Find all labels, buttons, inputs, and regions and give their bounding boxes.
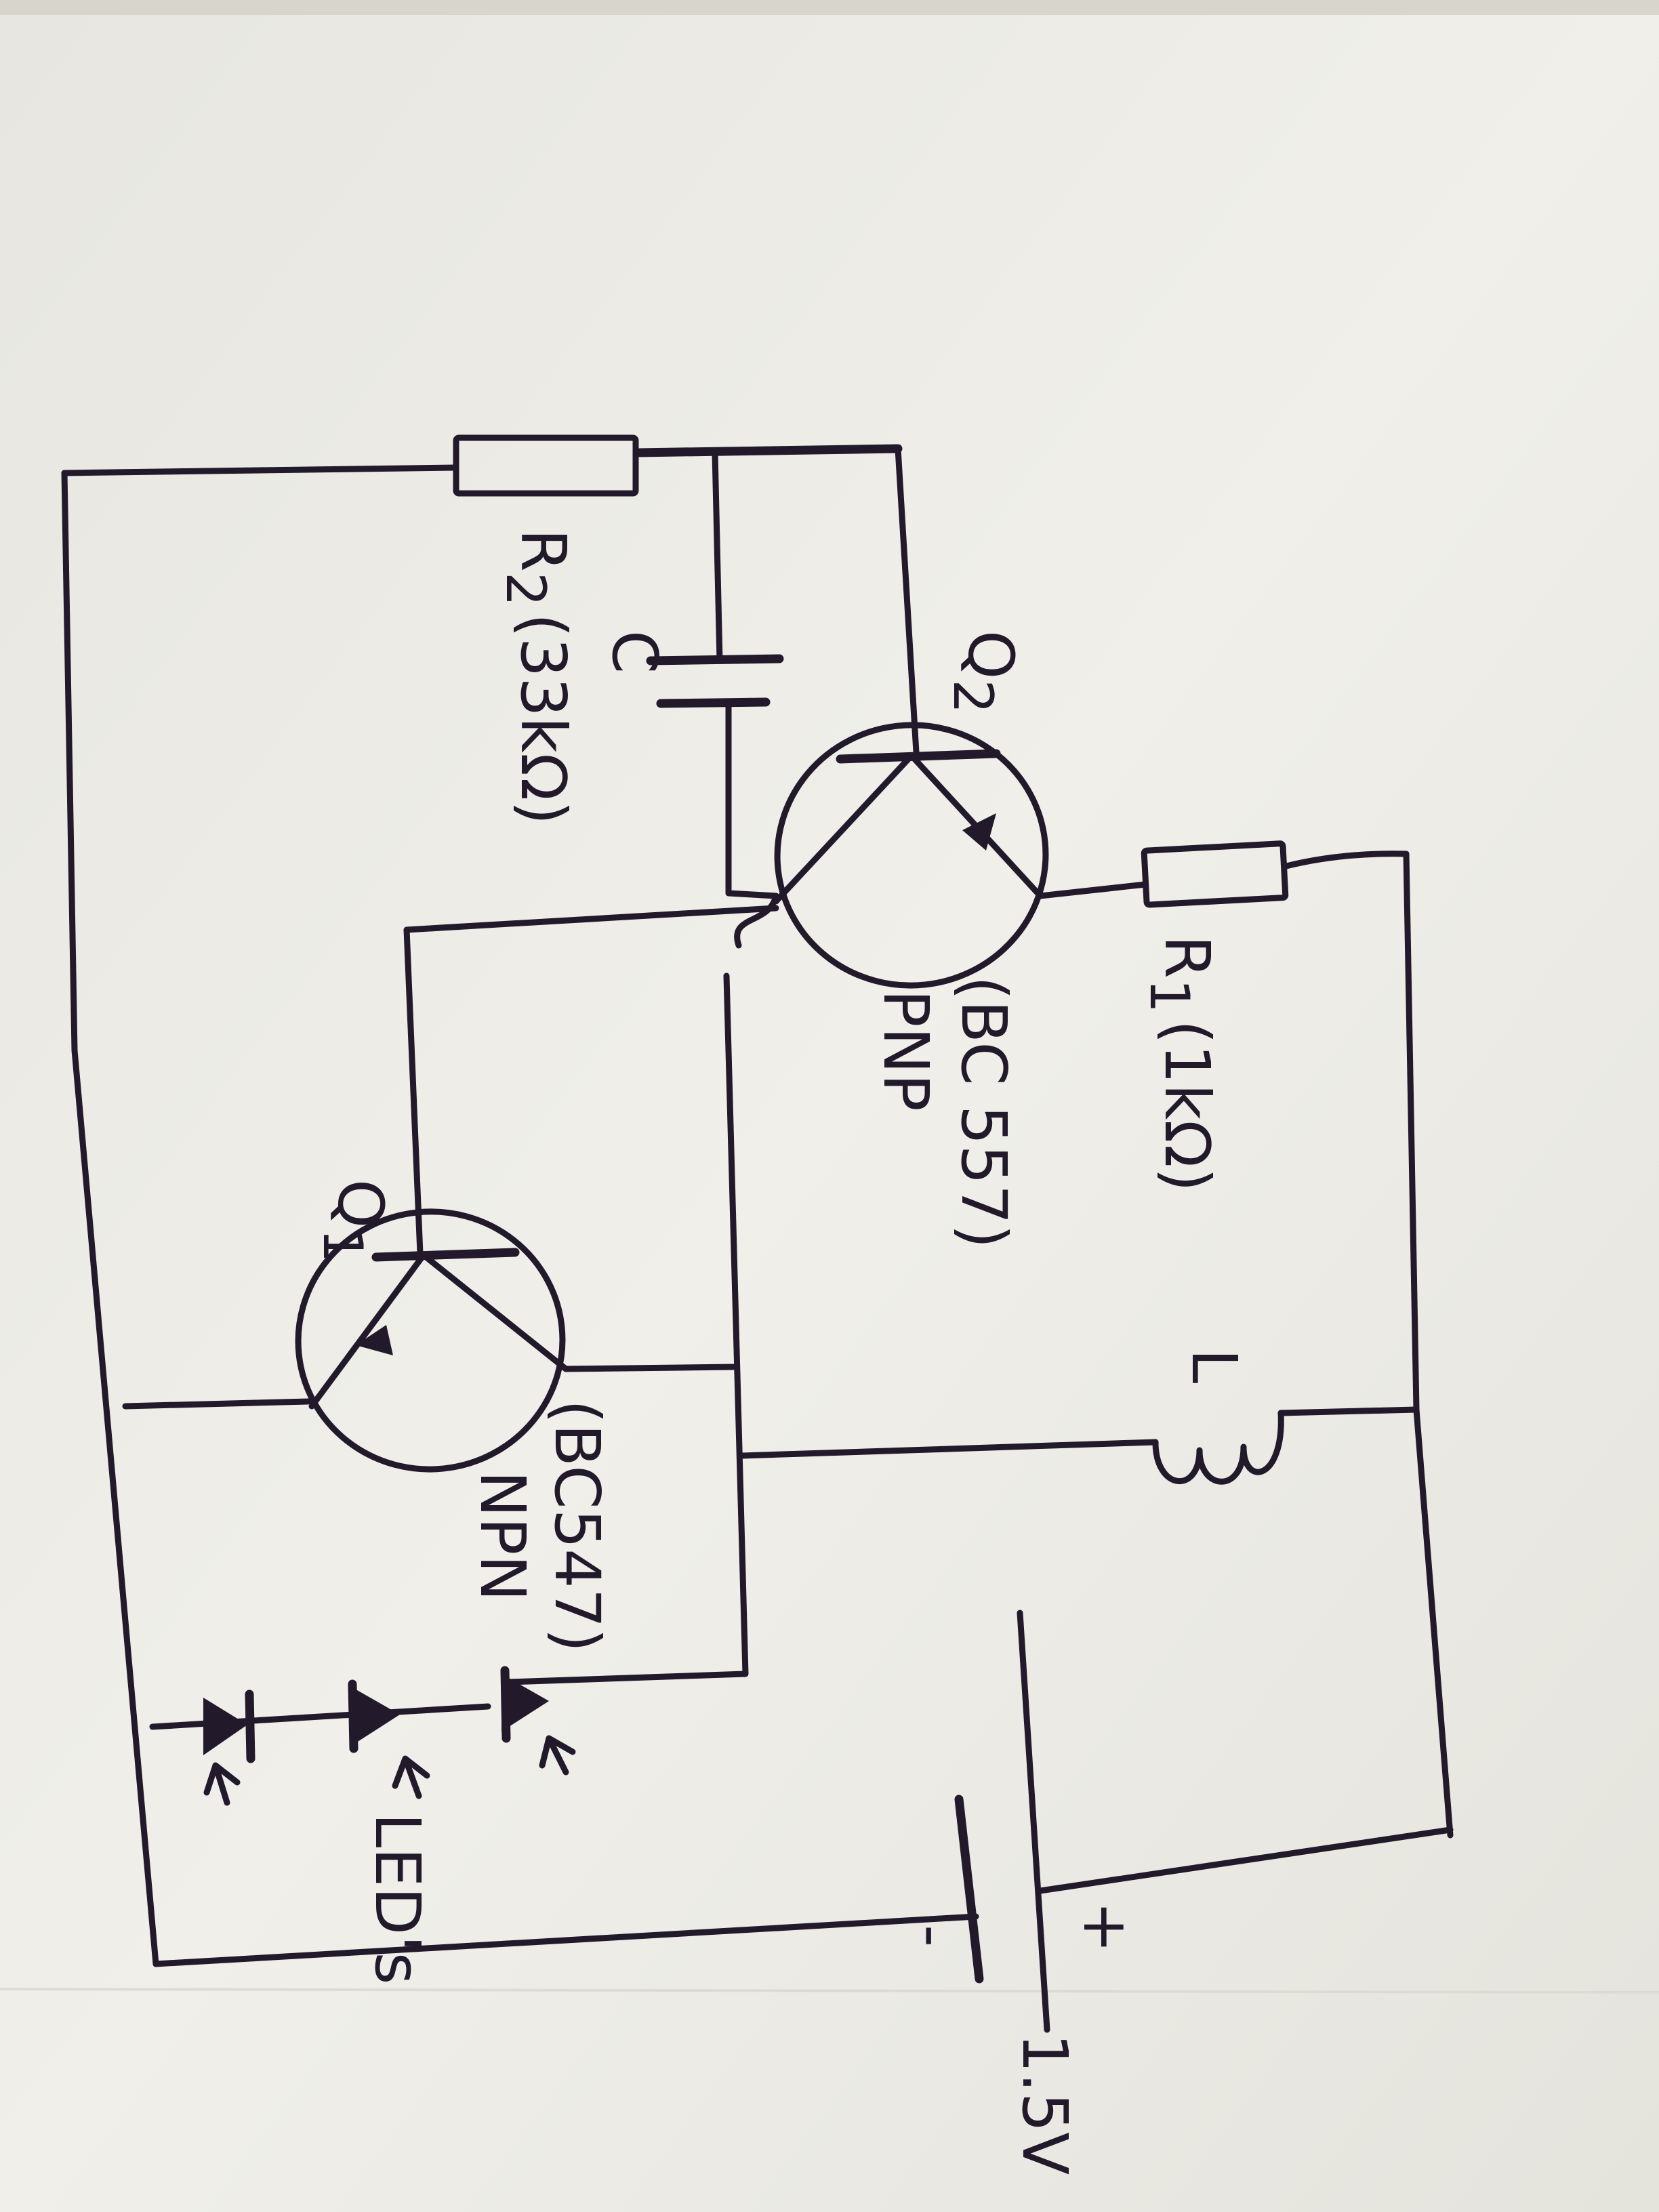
transistor-q2-label: Q2 <box>941 630 1027 714</box>
transistor-q2: Q2 (BC 557) PNP <box>773 630 1049 1248</box>
battery: + - 1.5V <box>897 1610 1142 2175</box>
led-1-triangle <box>203 1698 247 1755</box>
transistor-q2-base-bar <box>836 749 1001 764</box>
wires <box>61 444 1454 1967</box>
wire-left-rail <box>61 470 159 1967</box>
wire-r2-to-q2-node <box>632 444 903 457</box>
transistor-q1-label: Q1 <box>311 1179 396 1263</box>
capacitor-c: C <box>598 630 784 708</box>
battery-plate-short <box>954 1795 984 1984</box>
battery-voltage-label: 1.5V <box>1008 2033 1081 2175</box>
wire-inductor-right <box>1277 1406 1420 1416</box>
transistor-q2-body <box>774 722 1049 989</box>
table-edge-top <box>0 0 1659 15</box>
battery-plate-long <box>1017 1610 1050 2033</box>
transistor-q1-leg-collector <box>420 1252 569 1372</box>
led-2-light-arrow <box>392 1755 430 1799</box>
led-3-bar <box>500 1666 511 1743</box>
resistor-r2-label: R2(33kΩ) <box>494 529 579 825</box>
transistor-q1-type: NPN <box>466 1471 539 1601</box>
battery-minus-label: - <box>897 1925 969 1947</box>
paper-fold <box>0 1988 1659 1994</box>
wire-q1-emitter <box>122 1398 312 1410</box>
wire-inductor-left <box>739 1439 1159 1459</box>
wire-q1-collector-top <box>403 905 779 1257</box>
wire-middle-vertical <box>505 972 749 1685</box>
resistor-r1-body <box>1141 840 1289 908</box>
capacitor-plate-top <box>646 654 784 665</box>
transistor-q2-leg-base <box>773 752 915 905</box>
led-1-light-arrow <box>203 1762 241 1806</box>
led-1 <box>203 1689 255 1806</box>
transistor-q2-arrow <box>962 813 996 851</box>
transistor-q1-leg-emitter <box>308 1252 427 1410</box>
inductor-l-coils <box>1152 1410 1284 1485</box>
resistor-r1-label: R1(1kΩ) <box>1138 935 1223 1192</box>
transistor-q2-type: PNP <box>869 989 942 1111</box>
wire-q1-collector-branch <box>562 1364 739 1372</box>
battery-plus-label: + <box>1069 1901 1142 1953</box>
led-2 <box>348 1679 430 1799</box>
transistor-q1-body <box>295 1208 566 1473</box>
wire-q2-collector <box>895 445 920 756</box>
led-string-label: LED's <box>361 1813 434 1984</box>
wire-battery-plus <box>1037 1826 1454 1894</box>
led-2-triangle <box>352 1687 400 1745</box>
resistor-r2-body <box>453 434 639 497</box>
wire-c-lower <box>725 700 779 899</box>
inductor-l-label: L <box>1178 1349 1250 1383</box>
transistor-q1-base-bar <box>371 1248 520 1262</box>
led-string: LED's <box>203 1666 576 1984</box>
transistor-q1: Q1 (BC547) NPN <box>295 1179 613 1652</box>
resistor-r2: R2(33kΩ) <box>453 434 639 825</box>
wire-top-to-r2 <box>61 464 459 476</box>
led-1-bar <box>245 1689 255 1763</box>
transistor-q2-part: (BC 557) <box>947 976 1020 1248</box>
transistor-q1-arrow <box>356 1325 393 1355</box>
led-3-triangle <box>501 1674 549 1732</box>
wire-c-upper <box>712 449 723 664</box>
capacitor-plate-bottom <box>656 697 771 708</box>
led-2-bar <box>348 1679 359 1753</box>
wire-battery-minus <box>152 1913 979 1967</box>
wire-q2-base-cross <box>734 893 779 949</box>
wire-r1-right <box>1283 851 1410 869</box>
wire-q2-emitter-r1 <box>1037 881 1149 899</box>
led-3 <box>500 1666 576 1776</box>
capacitor-c-label: C <box>598 630 671 674</box>
transistor-q1-part: (BC547) <box>541 1399 613 1652</box>
inductor-l: L <box>1152 1349 1284 1485</box>
resistor-r1: R1(1kΩ) <box>1138 840 1289 1192</box>
led-3-light-arrow <box>539 1735 576 1776</box>
